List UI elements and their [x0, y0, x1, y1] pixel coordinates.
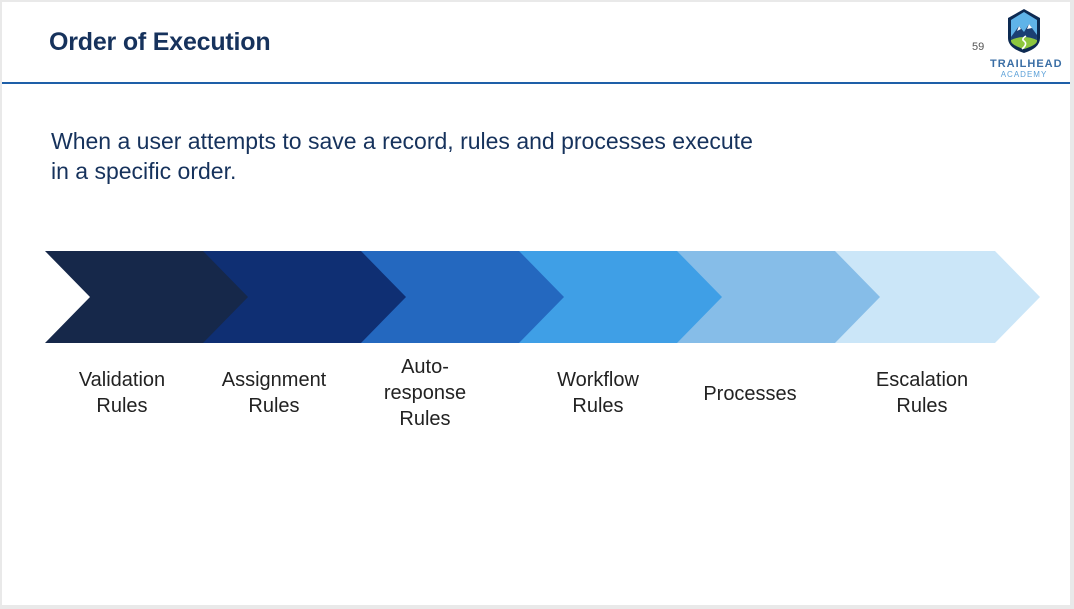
slide-header: Order of Execution 59 TRAILHEAD ACADEMY	[2, 2, 1070, 84]
trailhead-logo: TRAILHEAD ACADEMY	[990, 8, 1063, 79]
page-number: 59	[972, 41, 985, 53]
intro-text: When a user attempts to save a record, r…	[51, 128, 753, 184]
trailhead-mountain-icon	[1008, 9, 1040, 53]
chevron-step-6	[835, 251, 1040, 343]
logo-text-trailhead: TRAILHEAD	[990, 58, 1063, 70]
logo-text-academy: ACADEMY	[1000, 70, 1048, 79]
chevron-step-1	[45, 251, 250, 343]
chevron-step-2	[203, 251, 408, 343]
chevron-step-5	[677, 251, 882, 343]
slide-title: Order of Execution	[49, 28, 271, 56]
step-label-5: Processes	[703, 383, 797, 405]
chevron-step-3	[361, 251, 566, 343]
process-chevron-flow	[45, 251, 1040, 343]
chevron-step-4	[519, 251, 724, 343]
